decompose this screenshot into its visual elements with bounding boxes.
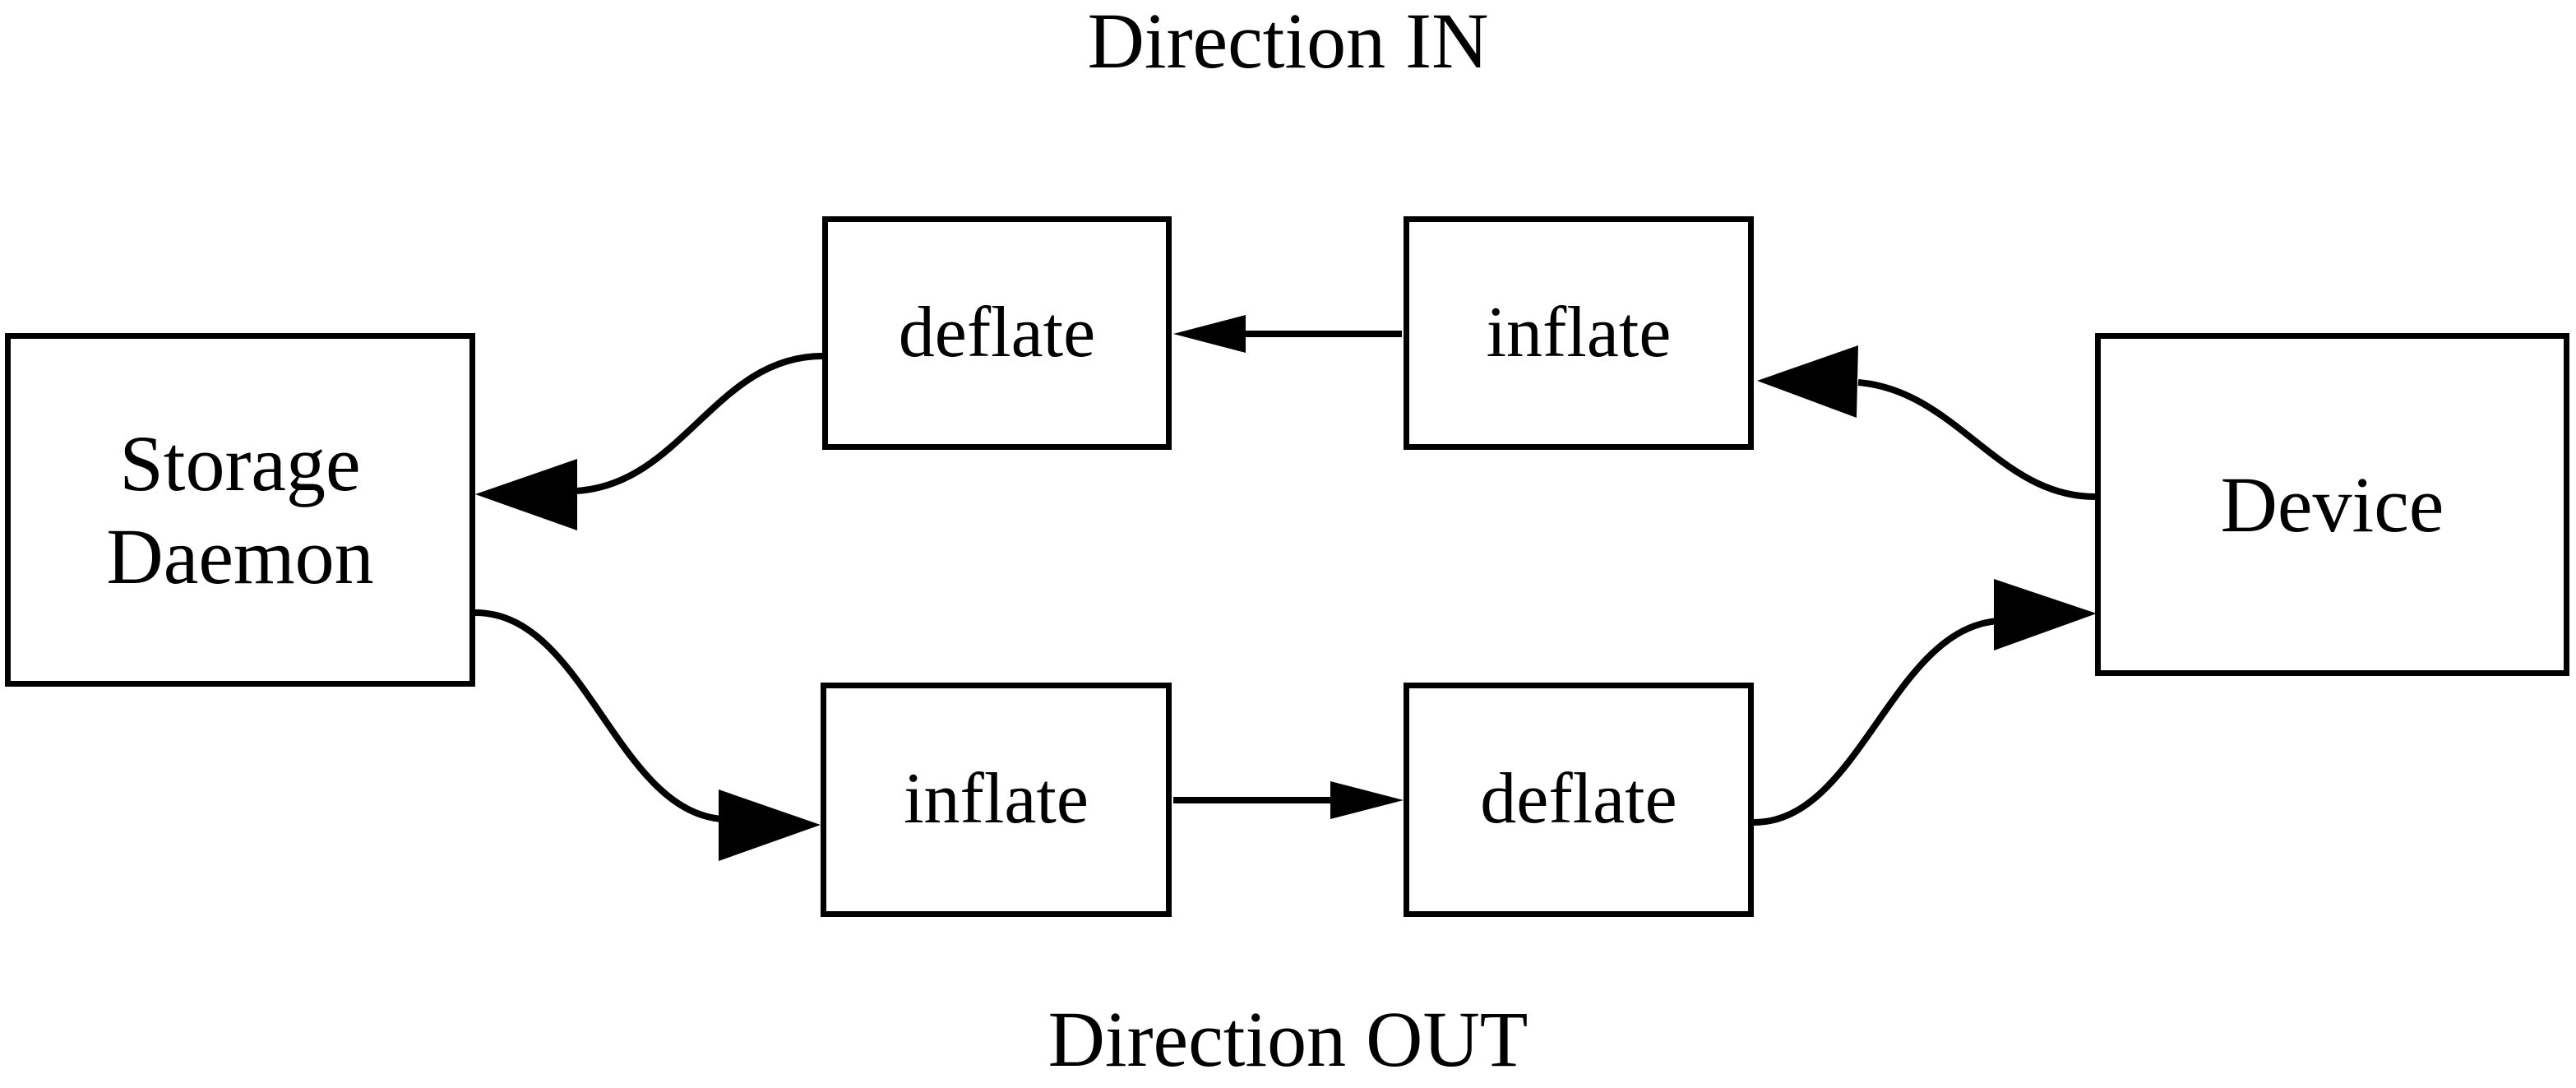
node-deflate-out[interactable]: deflate [1404, 683, 1754, 917]
arrow-head-right [1330, 781, 1404, 819]
node-inflate-in[interactable]: inflate [1404, 216, 1754, 450]
edge-deflate-in-to-storage [475, 353, 823, 530]
direction-in-label: Direction IN [1087, 0, 1489, 85]
edge-inflate-out-to-deflate-out [1173, 781, 1404, 819]
node-inflate-out[interactable]: inflate [821, 683, 1172, 917]
direction-out-label: Direction OUT [1048, 995, 1528, 1083]
node-device-label: Device [2220, 460, 2444, 549]
edge-storage-to-inflate-out [474, 609, 821, 861]
node-deflate-in[interactable]: deflate [822, 216, 1172, 450]
node-inflate-out-label: inflate [904, 759, 1089, 840]
edge-inflate-in-to-deflate-in [1173, 315, 1402, 353]
edge-deflate-out-to-device [1753, 579, 2097, 826]
edge-device-to-inflate-in [1757, 345, 2096, 500]
arrow-head-right [1994, 579, 2097, 650]
arrow-head-left [1757, 345, 1858, 418]
node-storage-daemon-label-line2: Daemon [106, 512, 374, 600]
node-deflate-in-label: deflate [898, 292, 1096, 373]
arrow-head-left [475, 459, 577, 530]
arrow-head-right [719, 789, 821, 861]
node-deflate-out-label: deflate [1480, 759, 1677, 840]
arrow-head-left [1173, 315, 1246, 353]
node-inflate-in-label: inflate [1486, 292, 1672, 373]
node-device[interactable]: Device [2095, 333, 2569, 676]
node-storage-daemon-label-line1: Storage [119, 419, 361, 507]
node-storage-daemon[interactable]: Storage Daemon [5, 333, 475, 687]
